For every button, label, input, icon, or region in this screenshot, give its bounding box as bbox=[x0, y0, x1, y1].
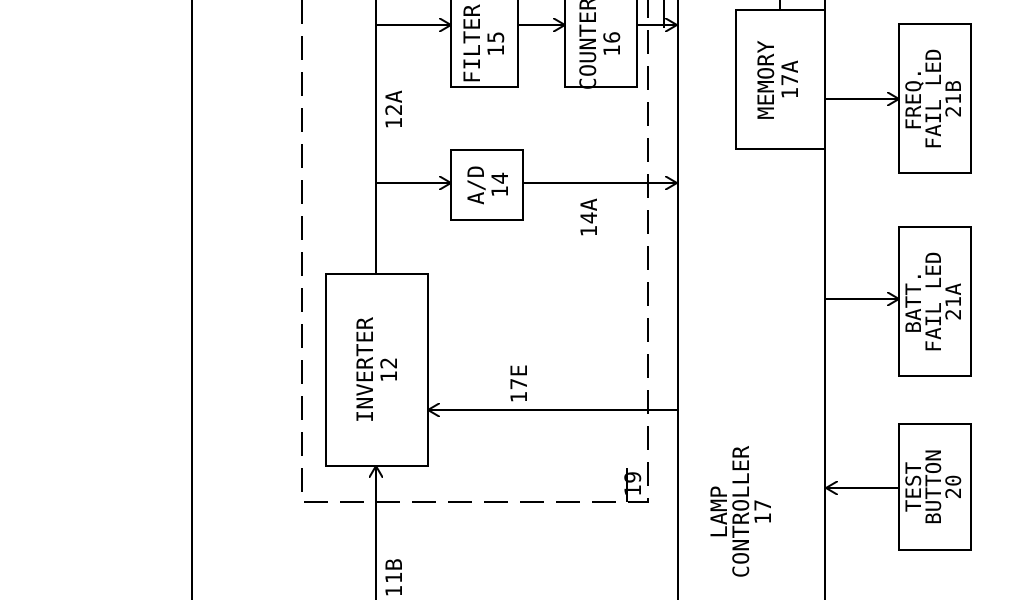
inverter-label: INVERTER bbox=[354, 316, 379, 423]
filter-block bbox=[450, 0, 519, 88]
dashed-enclosure bbox=[301, 0, 649, 503]
batt-led-line2: FAIL LED bbox=[922, 251, 946, 352]
freq-led-line2: FAIL LED bbox=[922, 48, 946, 149]
inverter-number: 12 bbox=[378, 357, 403, 384]
ad-label: A/D bbox=[465, 165, 490, 205]
batt-led-line1: BATT. bbox=[902, 270, 926, 333]
freq-fail-led-block bbox=[898, 23, 972, 174]
test-button-line2: BUTTON bbox=[922, 449, 946, 525]
signal-14a-label: 14A bbox=[578, 198, 603, 238]
counter-label: COUNTER bbox=[577, 0, 602, 90]
batt-fail-led-block bbox=[898, 226, 972, 377]
signal-12a-label: 12A bbox=[383, 90, 408, 130]
lamp-controller-line2: CONTROLLER bbox=[730, 445, 755, 578]
memory-label: MEMORY bbox=[755, 40, 780, 119]
filter-number: 15 bbox=[485, 31, 510, 58]
signal-11b-label: 11B bbox=[383, 558, 408, 598]
lamp-controller-number: 17 bbox=[752, 499, 777, 526]
freq-led-number: 21B bbox=[942, 80, 966, 118]
filter-label: FILTER bbox=[461, 4, 486, 84]
memory-block bbox=[735, 9, 826, 150]
test-button-block bbox=[898, 423, 972, 551]
test-button-number: 20 bbox=[942, 474, 966, 499]
signal-17e-label: 17E bbox=[508, 364, 533, 404]
ad-number: 14 bbox=[489, 172, 514, 199]
freq-led-line1: FREQ. bbox=[902, 67, 926, 130]
lamp-controller-line1: LAMP bbox=[708, 486, 733, 539]
test-button-line1: TEST bbox=[902, 461, 926, 512]
counter-block bbox=[564, 0, 638, 88]
ad-block bbox=[450, 149, 524, 221]
inverter-block bbox=[325, 273, 429, 467]
memory-number: 17A bbox=[779, 60, 804, 100]
counter-number: 16 bbox=[601, 31, 626, 58]
batt-led-number: 21A bbox=[942, 283, 966, 321]
enclosure-19-label: 19 bbox=[622, 471, 647, 498]
